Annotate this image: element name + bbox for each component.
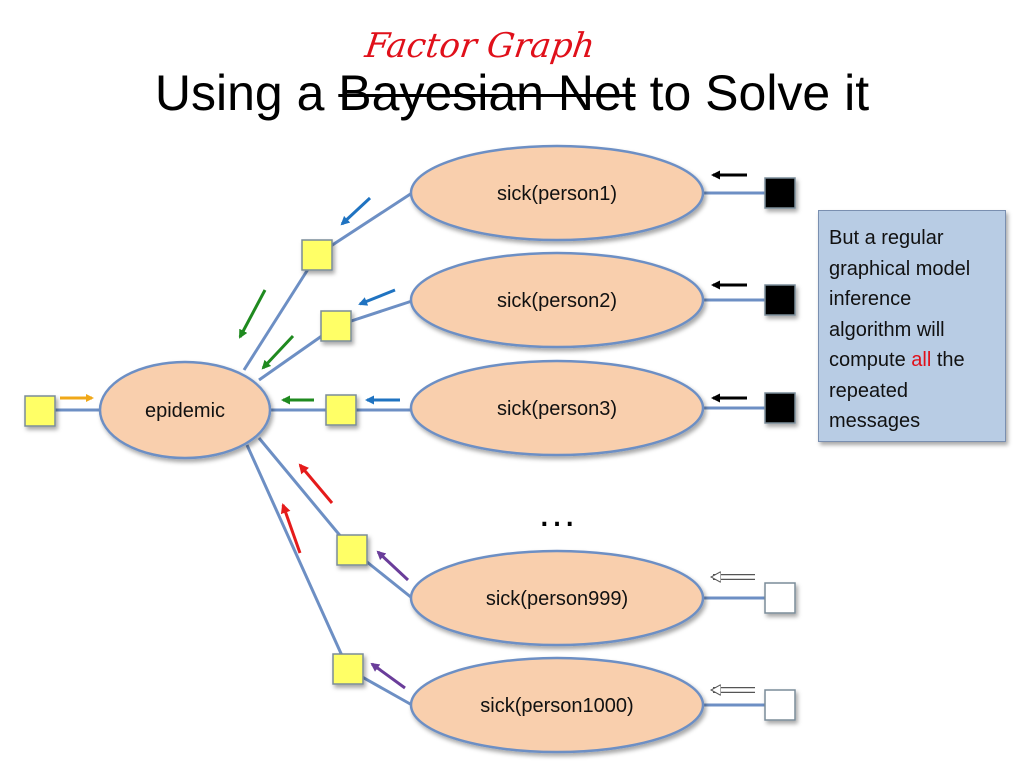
- factor-1000: [332, 653, 364, 685]
- label-sick-person3: sick(person3): [497, 398, 617, 420]
- factor-3: [325, 394, 357, 426]
- note-text-before: But a regular graphical model inference …: [829, 227, 971, 371]
- factor-nodes: [24, 177, 796, 721]
- evidence-factor-1000: [764, 689, 796, 721]
- evidence-factor-1: [764, 177, 796, 209]
- evidence-factor-2: [764, 284, 796, 316]
- message-arrows: [60, 170, 755, 690]
- node-epidemic: [98, 360, 272, 460]
- node-sick-person1000: [409, 656, 705, 754]
- message-arrow-red-1: [298, 463, 334, 504]
- factor-prior: [24, 395, 56, 427]
- node-sick-person999: [409, 549, 705, 647]
- message-arrow-red-2: [280, 503, 302, 554]
- evidence-factor-3: [764, 392, 796, 424]
- message-arrow-blue-2: [358, 288, 396, 306]
- node-sick-person3: [409, 359, 705, 457]
- factor-1: [301, 239, 333, 271]
- note-highlight: all: [911, 349, 932, 371]
- message-arrow-purple-2: [370, 662, 406, 690]
- edge-epidemic-f1: [242, 254, 319, 371]
- label-sick-person2: sick(person2): [497, 290, 617, 312]
- message-arrow-blue-1: [340, 196, 372, 226]
- label-sick-person1000: sick(person1000): [480, 695, 633, 717]
- note-text-after: the repeated messages: [829, 349, 965, 432]
- evidence-factor-999: [764, 582, 796, 614]
- message-arrow-purple-1: [376, 550, 410, 582]
- label-sick-person999: sick(person999): [486, 588, 628, 610]
- node-sick-person2: [409, 251, 705, 349]
- node-sick-person1: [409, 144, 705, 242]
- label-sick-person1: sick(person1): [497, 183, 617, 205]
- title-prefix: Using a: [154, 65, 339, 121]
- label-epidemic: epidemic: [145, 400, 225, 422]
- edge-f1-sick1: [316, 191, 413, 257]
- title-suffix: to Solve it: [635, 65, 870, 121]
- callout-note: But a regular graphical model inference …: [818, 210, 1006, 442]
- factor-999: [336, 534, 368, 566]
- edge-epidemic-f1000: [245, 444, 350, 670]
- edge-epidemic-f999: [257, 437, 354, 551]
- slide-title: Using a Bayesian Net to Solve it: [0, 64, 1024, 122]
- variable-nodes: [98, 144, 705, 754]
- title-struck-text: Bayesian Net: [338, 65, 636, 121]
- message-arrow-green-1: [238, 289, 267, 339]
- ellipsis-more-nodes: …: [537, 491, 577, 535]
- factor-2: [320, 310, 352, 342]
- message-arrow-green-2: [261, 334, 295, 370]
